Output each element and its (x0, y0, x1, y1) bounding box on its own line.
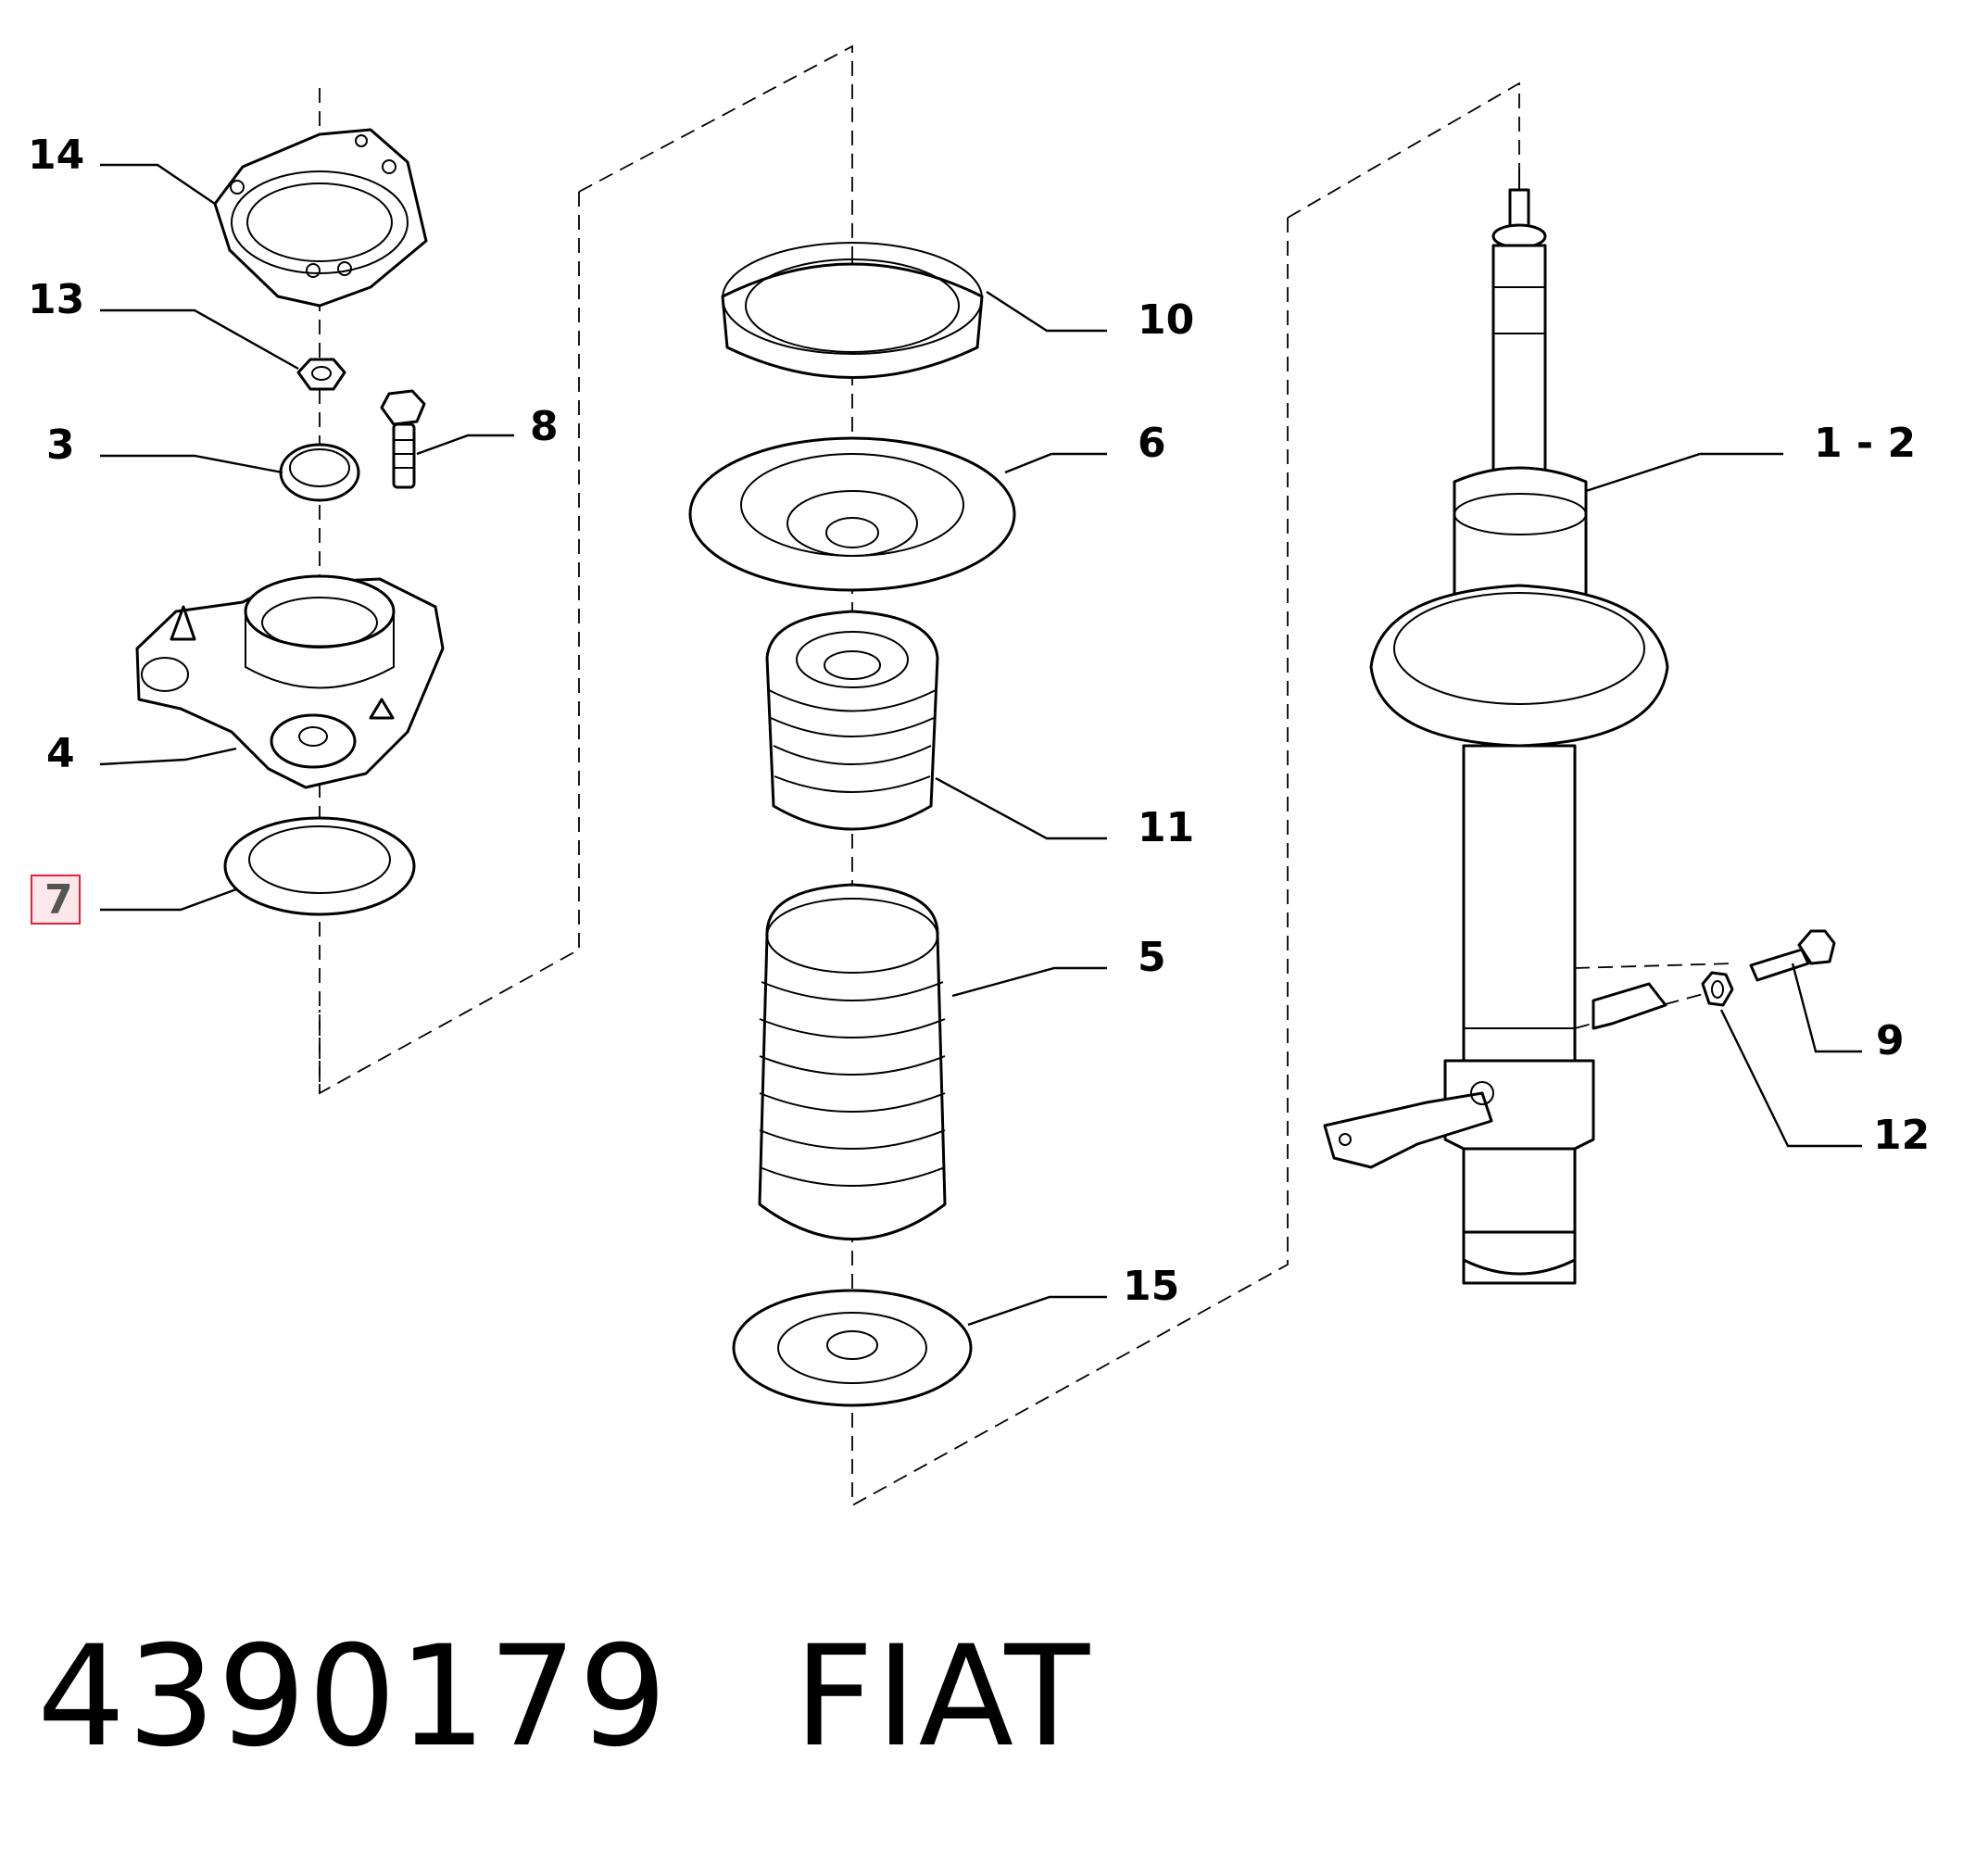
part-number: 4390179 (37, 1617, 670, 1778)
callout-13[interactable]: 13 (28, 276, 84, 323)
callout-4[interactable]: 4 (46, 730, 75, 777)
callout-12[interactable]: 12 (1873, 1112, 1930, 1159)
part-14-top-plate[interactable] (213, 128, 428, 308)
part-7-ring[interactable] (223, 816, 416, 916)
callout-14[interactable]: 14 (28, 132, 84, 179)
part-13-nut[interactable] (296, 358, 346, 391)
part-11-bump-stop[interactable] (765, 610, 939, 831)
part-8-bolt[interactable] (380, 389, 426, 489)
callout-11[interactable]: 11 (1138, 804, 1194, 851)
part-3-ring[interactable] (279, 443, 360, 502)
callout-7-highlight (31, 875, 81, 925)
part-1-2-shock-absorber[interactable] (1323, 169, 1669, 1285)
callout-1-2[interactable]: 1 - 2 (1814, 420, 1916, 467)
part-5-dust-boot[interactable] (758, 883, 947, 1240)
part-12-nut[interactable] (1701, 971, 1734, 1007)
callout-9[interactable]: 9 (1876, 1017, 1905, 1064)
callout-15[interactable]: 15 (1123, 1263, 1179, 1310)
callout-5[interactable]: 5 (1138, 934, 1166, 981)
leader-lines (99, 163, 1862, 1327)
footer-caption: 4390179 FIAT (37, 1617, 1091, 1793)
part-4-strut-mount[interactable] (135, 574, 445, 789)
callout-7[interactable]: 7 (44, 876, 73, 924)
part-10-upper-seat[interactable] (721, 242, 984, 379)
callout-6[interactable]: 6 (1138, 420, 1166, 467)
part-9-bolt[interactable] (1749, 929, 1836, 982)
callout-10[interactable]: 10 (1138, 296, 1194, 344)
brand-label: FIAT (794, 1617, 1092, 1778)
part-6-spring-pad[interactable] (688, 436, 1016, 592)
callout-8[interactable]: 8 (530, 403, 559, 450)
callout-3[interactable]: 3 (46, 422, 75, 469)
callout-labels: 14 13 3 8 4 7 10 6 11 5 15 1 - 2 9 12 (28, 132, 1930, 1310)
part-15-lower-pad[interactable] (732, 1289, 973, 1407)
